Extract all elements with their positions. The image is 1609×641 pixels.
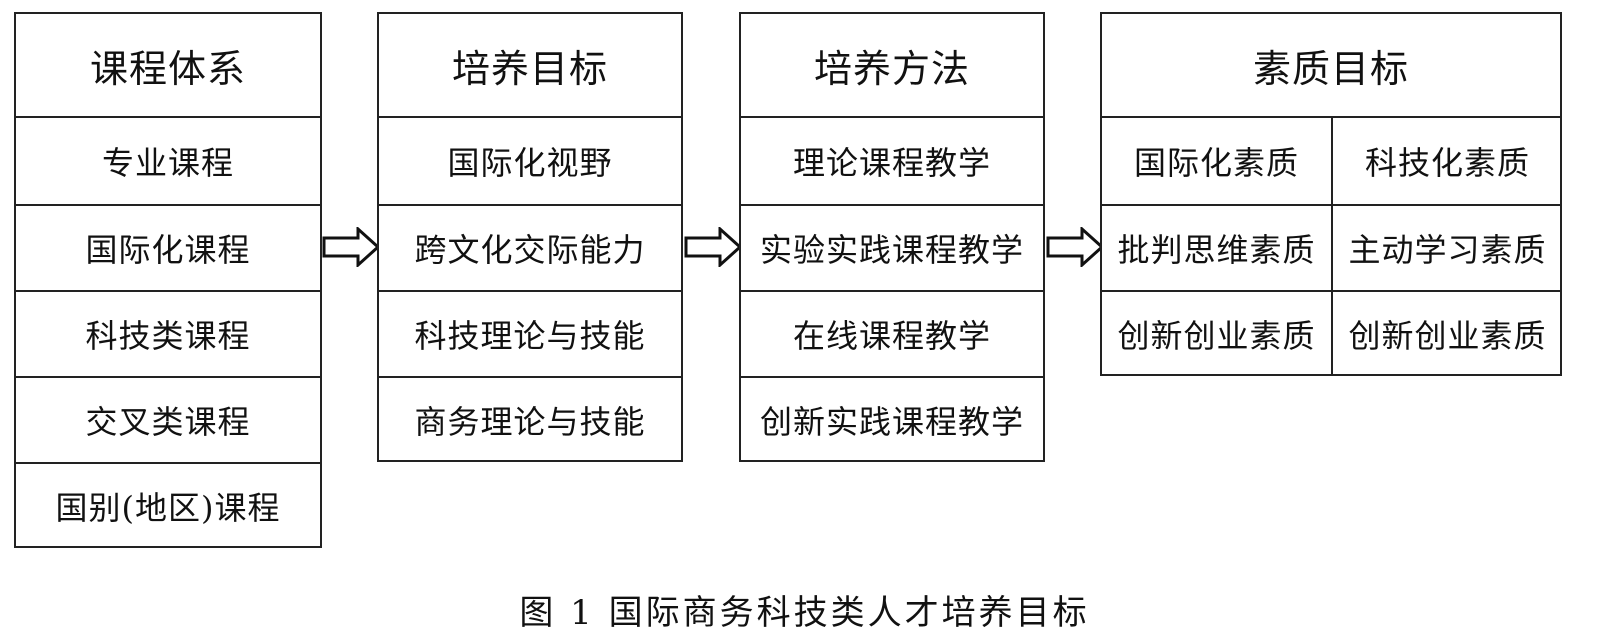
methods-item: 理论课程教学	[741, 116, 1043, 204]
objectives-item: 商务理论与技能	[379, 376, 681, 462]
qualities-column: 素质目标 国际化素质 科技化素质 批判思维素质 主动学习素质 创新创业素质 创新…	[1100, 12, 1562, 376]
methods-header: 培养方法	[813, 46, 970, 91]
methods-item: 实验实践课程教学	[741, 204, 1043, 290]
qualities-cell: 国际化素质	[1102, 116, 1331, 204]
flow-arrow-icon	[1046, 227, 1104, 267]
qualities-cell: 创新创业素质	[1333, 290, 1562, 376]
flow-arrow-icon	[684, 227, 742, 267]
curriculum-item: 交叉类课程	[16, 376, 320, 462]
methods-column: 培养方法 理论课程教学 实验实践课程教学 在线课程教学 创新实践课程教学	[739, 12, 1045, 462]
curriculum-item: 专业课程	[16, 116, 320, 204]
objectives-column: 培养目标 国际化视野 跨文化交际能力 科技理论与技能 商务理论与技能	[377, 12, 683, 462]
flow-arrow-icon	[322, 227, 380, 267]
qualities-header: 素质目标	[1252, 46, 1409, 91]
qualities-divider	[1331, 116, 1333, 376]
qualities-cell: 科技化素质	[1333, 116, 1562, 204]
objectives-header: 培养目标	[451, 46, 608, 91]
qualities-cell: 批判思维素质	[1102, 204, 1331, 290]
curriculum-item: 国际化课程	[16, 204, 320, 290]
objectives-item: 科技理论与技能	[379, 290, 681, 376]
curriculum-column: 课程体系 专业课程 国际化课程 科技类课程 交叉类课程 国别(地区)课程	[14, 12, 322, 548]
curriculum-item: 国别(地区)课程	[16, 462, 320, 548]
curriculum-header: 课程体系	[89, 46, 246, 91]
qualities-cell: 主动学习素质	[1333, 204, 1562, 290]
methods-item: 在线课程教学	[741, 290, 1043, 376]
figure-caption: 图 1 国际商务科技类人才培养目标	[519, 593, 1090, 633]
curriculum-item: 科技类课程	[16, 290, 320, 376]
qualities-cell: 创新创业素质	[1102, 290, 1331, 376]
objectives-item: 国际化视野	[379, 116, 681, 204]
methods-item: 创新实践课程教学	[741, 376, 1043, 462]
objectives-item: 跨文化交际能力	[379, 204, 681, 290]
